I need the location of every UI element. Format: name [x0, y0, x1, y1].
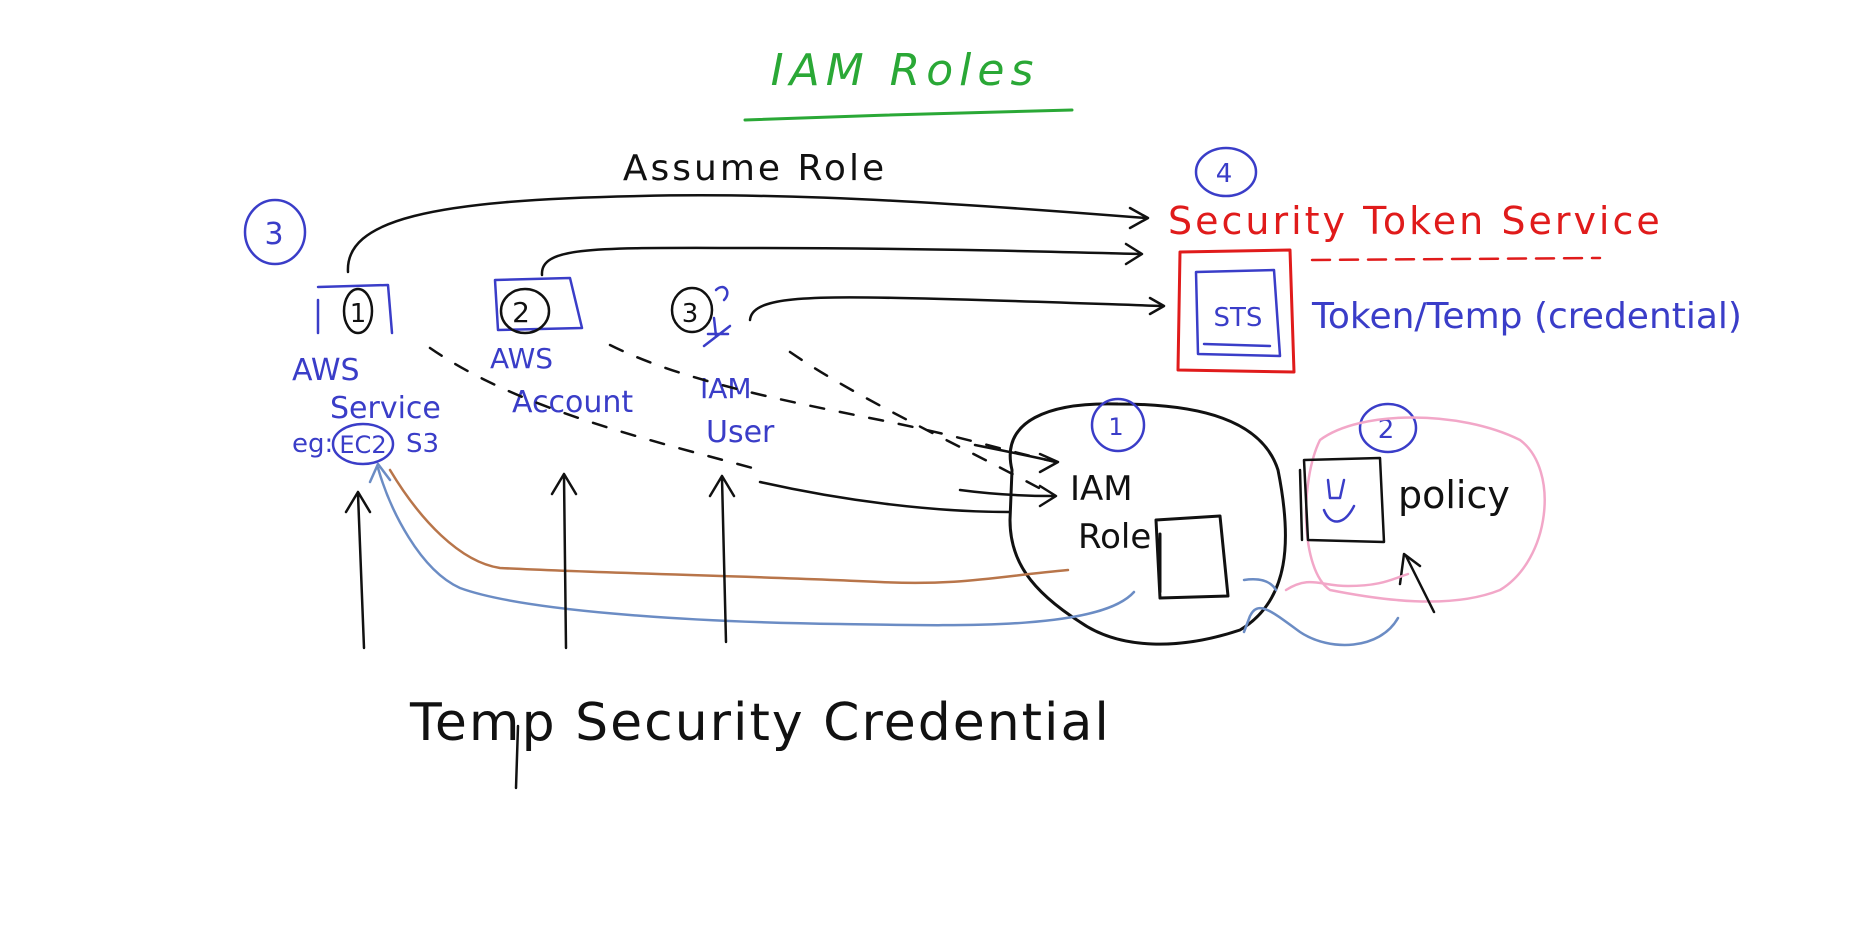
temp-credential-arrow-2 [550, 472, 578, 650]
policy-pink-blob [1304, 416, 1546, 603]
policy-check-icon [1322, 478, 1356, 523]
iam-role-number-circle [1090, 397, 1146, 453]
principal-1-number: 1 [350, 299, 367, 329]
aws-service-box [316, 283, 394, 335]
aws-account-label-line2: Account [512, 385, 633, 420]
assume-role-arrow-3 [748, 296, 1164, 322]
policy-document-icon [1298, 456, 1386, 544]
sts-number: 4 [1216, 159, 1233, 189]
sts-title-underline [1310, 256, 1602, 262]
policy-number: 2 [1378, 415, 1395, 445]
sts-title: Security Token Service [1168, 199, 1663, 243]
sts-box-label: STS [1214, 303, 1263, 333]
policy-label: policy [1398, 473, 1510, 517]
assume-role-arrow-1-head [1128, 206, 1150, 230]
assume-role-arrow-1 [346, 194, 1147, 274]
trust-arrow-1 [973, 443, 1060, 474]
principal-3-circle [670, 286, 714, 334]
diagram-title: IAM Roles [771, 45, 1040, 96]
principal-2-circle [499, 287, 551, 335]
trust-dashed-line-3 [788, 350, 1056, 498]
sts-outer-box [1176, 248, 1296, 374]
aws-service-example-main: EC2 [339, 431, 386, 459]
credential-return-blue [368, 462, 1136, 627]
iam-user-label-line2: User [706, 415, 775, 450]
principal-1-circle [342, 287, 374, 335]
iam-role-label-line1: IAM [1070, 469, 1133, 509]
temp-credential-label-stroke [514, 724, 520, 790]
principal-3-number: 3 [682, 299, 699, 329]
aws-account-box [493, 276, 584, 332]
policy-number-circle [1358, 402, 1418, 454]
credential-return-blue-2 [1242, 578, 1400, 647]
assume-role-arrow-3-head [1148, 296, 1166, 316]
iam-user-label-line1: IAM [700, 372, 752, 405]
ec2-circle [331, 422, 395, 466]
policy-attach-connector [1284, 572, 1410, 592]
temp-credential-arrow-1 [344, 490, 372, 650]
credential-return-brown [388, 468, 1070, 585]
policy-arrow [1398, 552, 1436, 614]
principals-number-circle [243, 198, 307, 266]
iam-role-document-icon [1154, 514, 1230, 600]
temp-credential-arrow-3 [708, 474, 736, 644]
trust-arrow-3 [758, 480, 1012, 514]
aws-service-label-line1: AWS [292, 353, 360, 388]
principal-2-number: 2 [512, 296, 530, 329]
title-underline [743, 108, 1074, 122]
sts-number-circle [1194, 146, 1258, 198]
sts-inner-box [1194, 268, 1282, 358]
assume-role-label: Assume Role [623, 148, 887, 189]
aws-service-label-line2: Service [330, 391, 441, 426]
trust-arrow-2 [958, 484, 1058, 508]
principals-number: 3 [264, 217, 283, 252]
iam-role-number: 1 [1108, 413, 1123, 441]
assume-role-arrow-2 [540, 246, 1142, 277]
sts-token-label: Token/Temp (credential) [1311, 296, 1742, 337]
assume-role-arrow-2-head [1124, 242, 1144, 266]
temp-credential-label: Temp Security Credential [409, 693, 1111, 753]
aws-account-label-line1: AWS [490, 342, 553, 375]
trust-dashed-line-1 [428, 346, 762, 472]
iam-user-person-icon [702, 285, 732, 348]
iam-role-label-line2: Role [1078, 517, 1151, 557]
aws-service-example-prefix: eg: [292, 429, 333, 459]
aws-service-example-extra: S3 [406, 429, 439, 459]
trust-dashed-line-2 [608, 343, 1058, 464]
